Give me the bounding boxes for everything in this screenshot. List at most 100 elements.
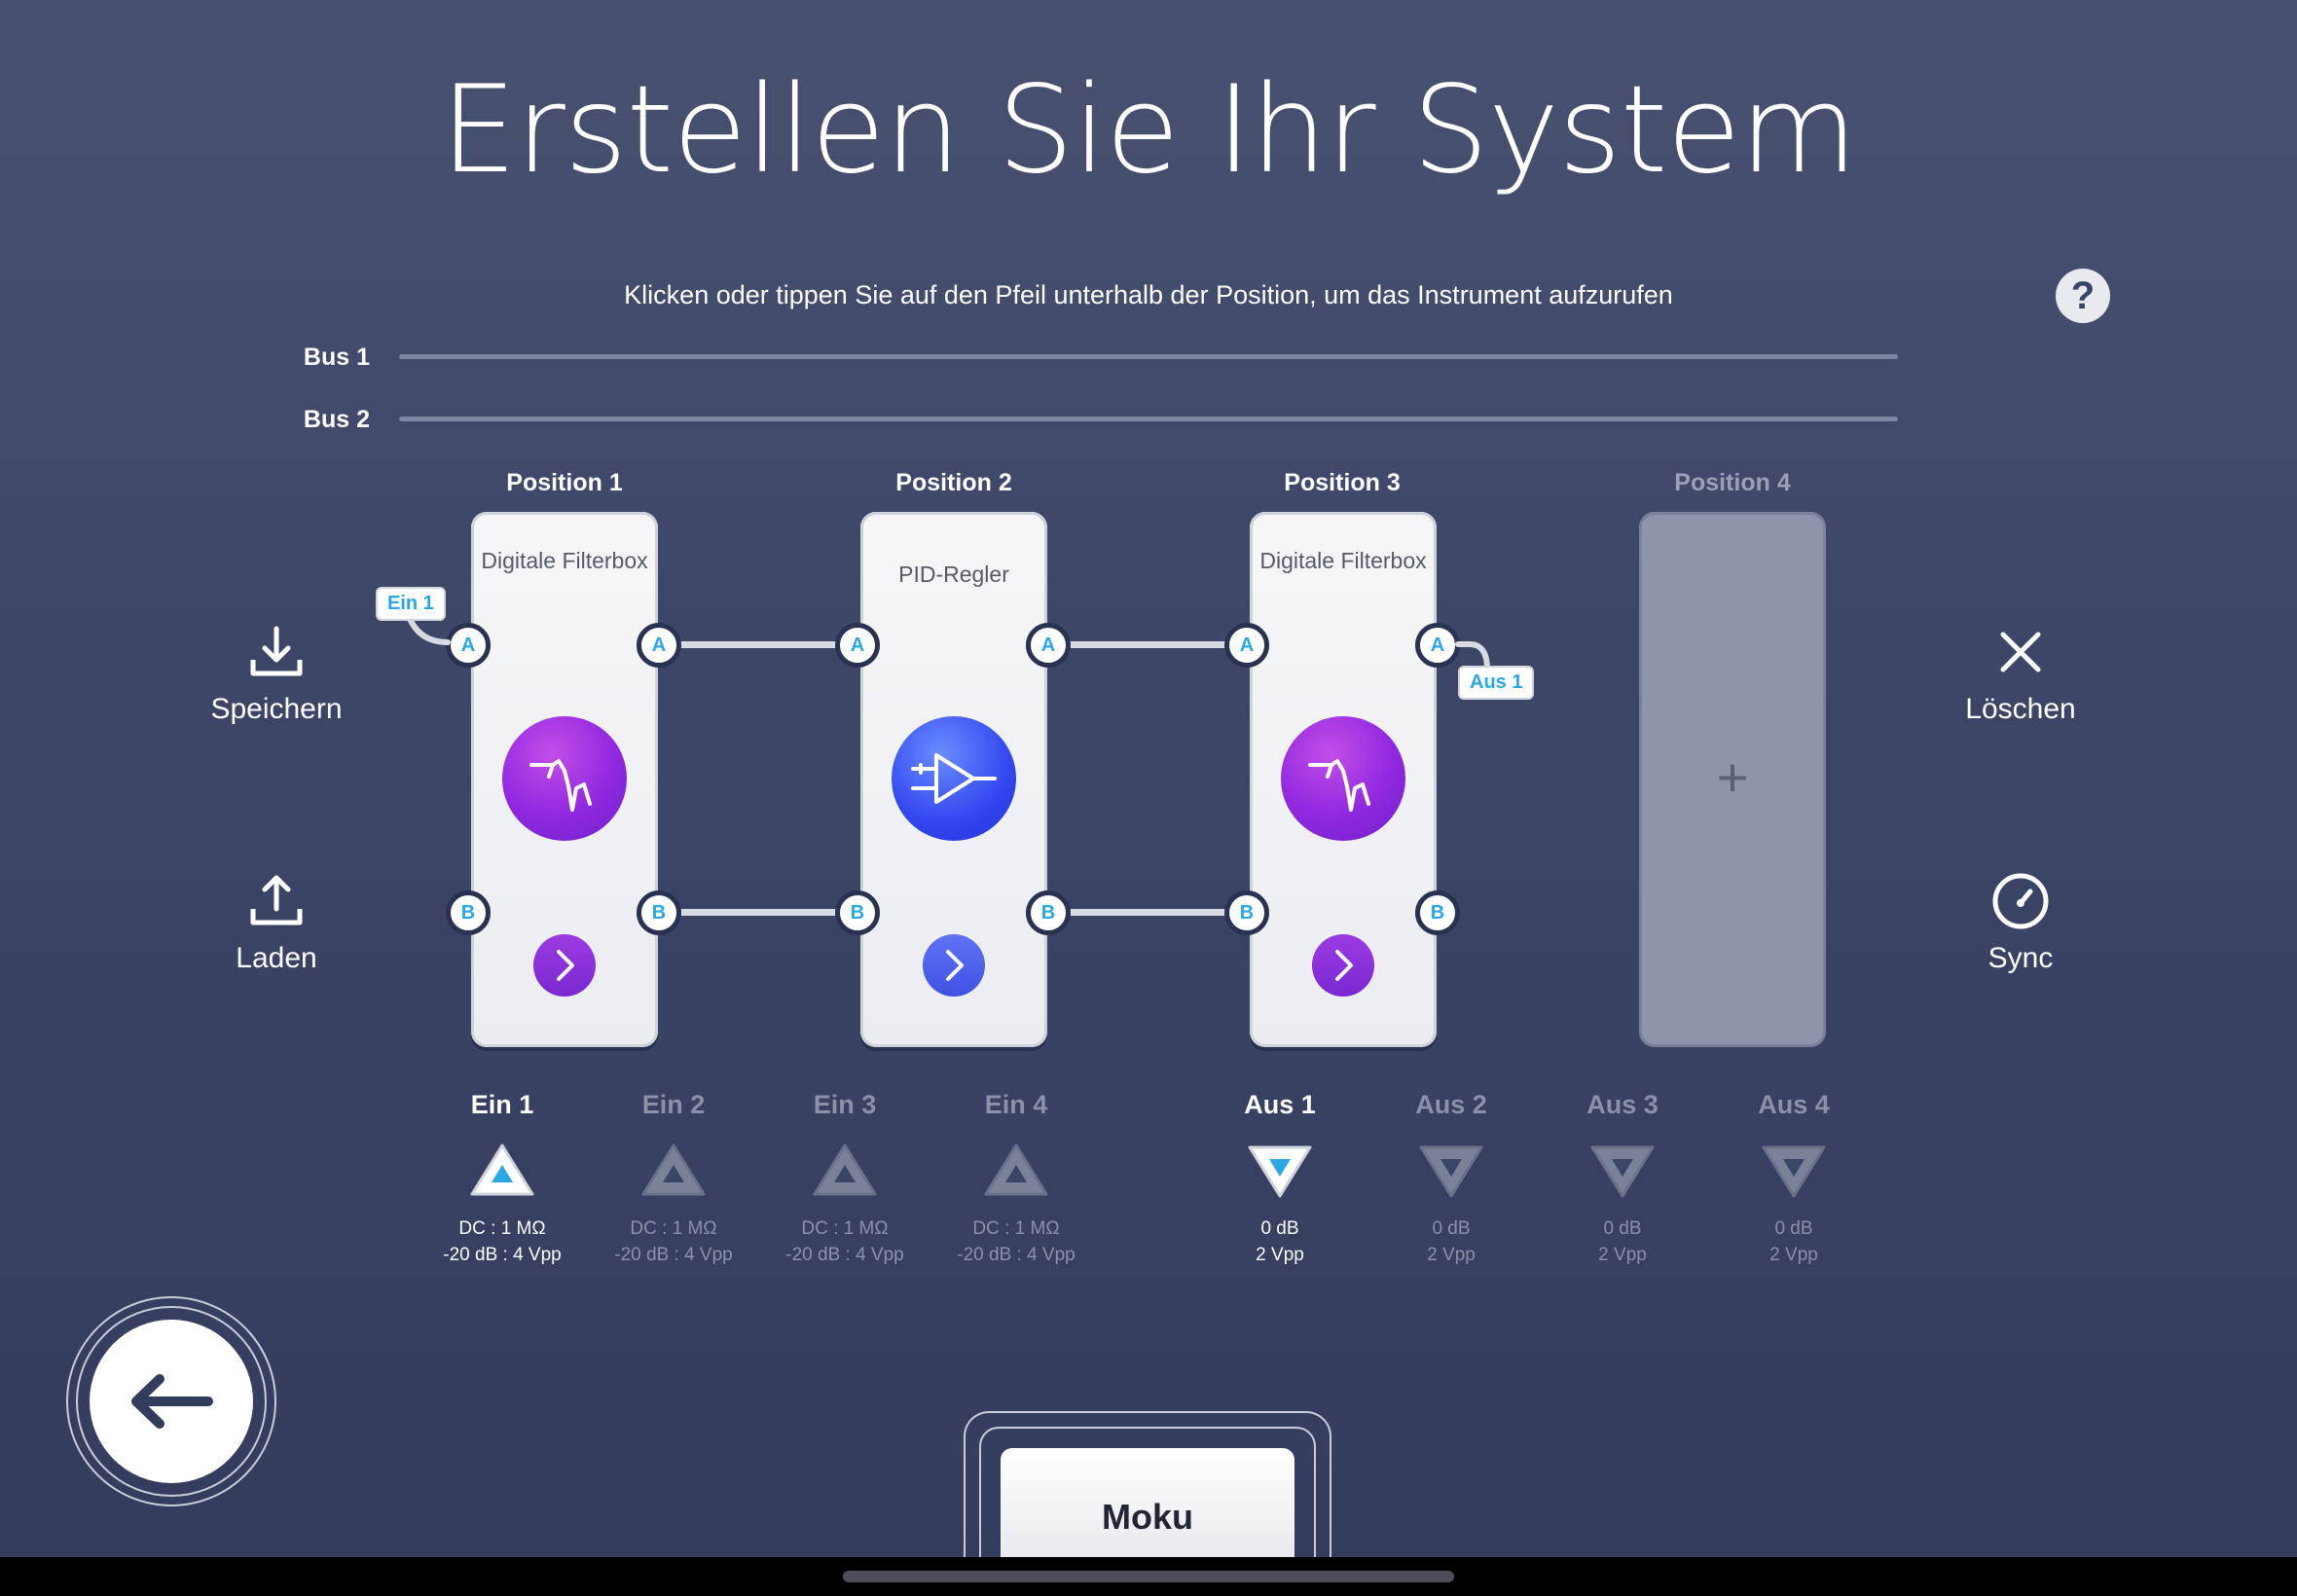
back-button[interactable] — [66, 1296, 276, 1506]
port-p2-out-a[interactable]: A — [1026, 623, 1071, 668]
delete-label: Löschen — [1965, 693, 2076, 725]
port-p3-out-a[interactable]: A — [1415, 623, 1460, 668]
close-icon — [2000, 632, 2041, 672]
port-p3-out-b[interactable]: B — [1415, 890, 1460, 935]
download-icon — [250, 626, 303, 676]
triangle-down-icon — [1419, 1145, 1483, 1198]
output-aus-3[interactable]: Aus 3 0 dB 2 Vpp — [1535, 1090, 1710, 1266]
output-tag-aus-1: Aus 1 — [1458, 666, 1535, 700]
add-instrument-icon: + — [1716, 746, 1749, 808]
position-3-instrument-name: Digitale Filterbox — [1259, 548, 1427, 573]
gauge-icon — [1992, 873, 2049, 929]
position-4-empty-slot[interactable]: + — [1639, 512, 1826, 1047]
input-coupling: DC : 1 MΩ — [630, 1218, 717, 1239]
triangle-down-icon — [1590, 1145, 1655, 1198]
position-1-label: Position 1 — [506, 469, 623, 496]
position-3-label: Position 3 — [1284, 469, 1401, 496]
output-range: 2 Vpp — [1598, 1245, 1647, 1265]
sync-button[interactable]: Sync — [1923, 872, 2118, 975]
triangle-down-icon — [1248, 1145, 1312, 1198]
chevron-right-icon — [557, 950, 574, 981]
triangle-up-icon — [470, 1143, 534, 1196]
input-tag-ein-1: Ein 1 — [376, 587, 446, 621]
position-1-instrument-name: Digitale Filterbox — [481, 548, 648, 573]
upload-icon — [250, 875, 303, 925]
input-coupling: DC : 1 MΩ — [801, 1218, 889, 1239]
load-label: Laden — [236, 942, 317, 974]
port-p1-in-a[interactable]: A — [446, 623, 491, 668]
wire-p2b-p3b — [1051, 909, 1246, 916]
wire-p1b-p2b — [662, 909, 857, 916]
output-range: 2 Vpp — [1769, 1245, 1818, 1265]
position-2-card[interactable]: PID-Regler — [860, 512, 1047, 1047]
filter-response-icon — [502, 716, 627, 841]
chevron-right-icon — [1335, 950, 1353, 981]
port-p1-out-a[interactable]: A — [637, 623, 681, 668]
input-label: Ein 1 — [470, 1090, 534, 1119]
open-position-1-button[interactable] — [533, 934, 596, 997]
input-label: Ein 4 — [984, 1090, 1048, 1119]
input-coupling: DC : 1 MΩ — [972, 1218, 1060, 1239]
port-p2-in-b[interactable]: B — [835, 890, 880, 935]
input-label: Ein 2 — [641, 1090, 706, 1119]
input-range: -20 dB : 4 Vpp — [785, 1245, 904, 1265]
output-label: Aus 2 — [1415, 1090, 1487, 1119]
amplifier-icon — [892, 716, 1016, 841]
chevron-right-icon — [946, 950, 964, 981]
back-button-ring — [76, 1306, 267, 1497]
delete-button[interactable]: Löschen — [1923, 623, 2118, 726]
position-2-instrument-name: PID-Regler — [898, 562, 1009, 587]
save-label: Speichern — [210, 693, 343, 725]
output-range: 2 Vpp — [1427, 1245, 1476, 1265]
back-button-face — [90, 1320, 253, 1483]
save-button[interactable]: Speichern — [179, 623, 374, 726]
port-p1-in-b[interactable]: B — [446, 890, 491, 935]
port-p3-in-b[interactable]: B — [1224, 890, 1269, 935]
arrow-left-icon — [131, 1374, 213, 1429]
output-aus-4[interactable]: Aus 4 0 dB 2 Vpp — [1706, 1090, 1881, 1266]
page-title: Erstellen Sie Ihr System — [440, 60, 1858, 200]
position-1-card[interactable]: Digitale Filterbox — [471, 512, 658, 1047]
output-gain: 0 dB — [1260, 1218, 1299, 1239]
input-ein-2[interactable]: Ein 2 DC : 1 MΩ -20 dB : 4 Vpp — [586, 1090, 761, 1266]
output-connector-line — [1455, 641, 1490, 672]
input-range: -20 dB : 4 Vpp — [614, 1245, 733, 1265]
input-ein-4[interactable]: Ein 4 DC : 1 MΩ -20 dB : 4 Vpp — [929, 1090, 1104, 1266]
filter-response-icon — [1281, 716, 1405, 841]
position-4-label: Position 4 — [1674, 469, 1791, 496]
port-p2-in-a[interactable]: A — [835, 623, 880, 668]
triangle-down-icon — [1762, 1145, 1826, 1198]
port-p1-out-b[interactable]: B — [637, 890, 681, 935]
output-gain: 0 dB — [1432, 1218, 1471, 1239]
bus-2-line[interactable] — [399, 417, 1898, 421]
output-label: Aus 4 — [1758, 1090, 1830, 1119]
triangle-up-icon — [641, 1143, 706, 1196]
output-aus-2[interactable]: Aus 2 0 dB 2 Vpp — [1364, 1090, 1539, 1266]
open-position-2-button[interactable] — [923, 934, 985, 997]
output-range: 2 Vpp — [1256, 1245, 1304, 1265]
output-aus-1[interactable]: Aus 1 0 dB 2 Vpp — [1192, 1090, 1367, 1266]
output-label: Aus 1 — [1244, 1090, 1316, 1119]
bus-1-label: Bus 1 — [303, 344, 370, 371]
moku-device-frame — [964, 1411, 1331, 1567]
port-p3-in-a[interactable]: A — [1224, 623, 1269, 668]
bus-1-line[interactable] — [399, 354, 1898, 359]
port-p2-out-b[interactable]: B — [1026, 890, 1071, 935]
home-indicator[interactable] — [843, 1571, 1454, 1582]
position-3-card[interactable]: Digitale Filterbox — [1250, 512, 1437, 1047]
position-2-label: Position 2 — [895, 469, 1012, 496]
input-range: -20 dB : 4 Vpp — [443, 1245, 562, 1265]
input-ein-1[interactable]: Ein 1 DC : 1 MΩ -20 dB : 4 Vpp — [415, 1090, 590, 1266]
input-ein-3[interactable]: Ein 3 DC : 1 MΩ -20 dB : 4 Vpp — [757, 1090, 932, 1266]
load-button[interactable]: Laden — [179, 872, 374, 975]
help-button[interactable]: ? — [2056, 269, 2110, 323]
triangle-up-icon — [984, 1143, 1048, 1196]
input-range: -20 dB : 4 Vpp — [957, 1245, 1076, 1265]
triangle-up-icon — [813, 1143, 877, 1196]
instruction-text: Klicken oder tippen Sie auf den Pfeil un… — [624, 280, 1673, 309]
bus-2-label: Bus 2 — [303, 406, 370, 433]
moku-device-button[interactable]: Moku — [1001, 1448, 1294, 1567]
output-gain: 0 dB — [1603, 1218, 1642, 1239]
sync-label: Sync — [1987, 942, 2054, 974]
open-position-3-button[interactable] — [1312, 934, 1374, 997]
